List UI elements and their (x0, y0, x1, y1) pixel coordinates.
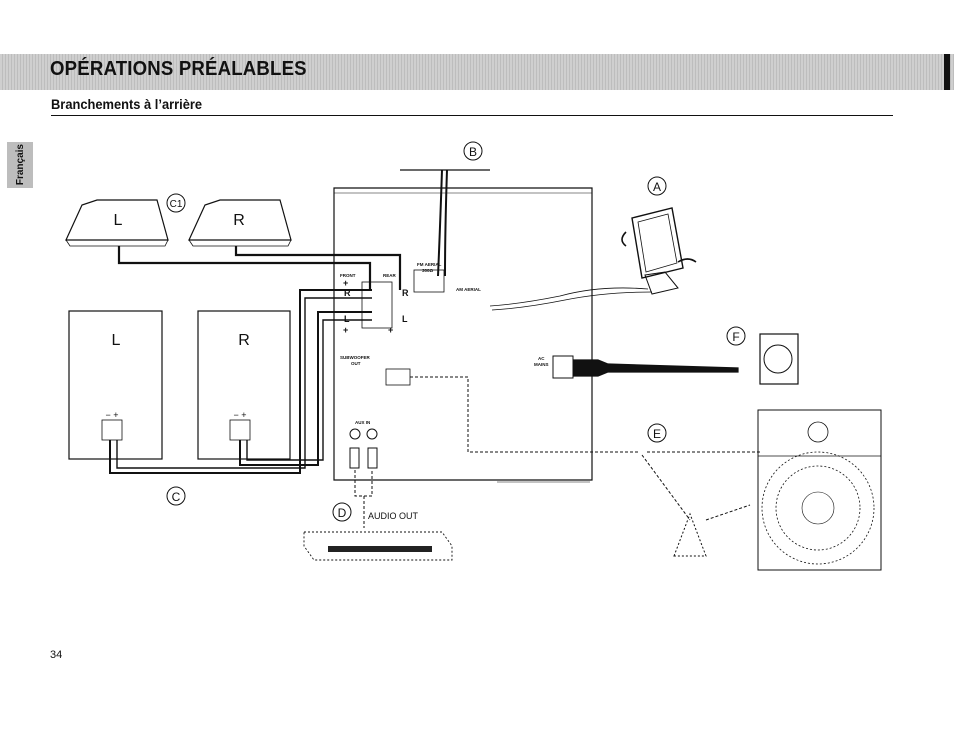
section-subtitle: Branchements à l’arrière (51, 96, 203, 112)
callout-e (647, 423, 667, 443)
speaker-right-label: R (238, 332, 250, 349)
satellite-right-label: R (233, 212, 245, 229)
callout-b (463, 141, 483, 161)
aux-in-label: AUX IN (355, 420, 370, 425)
speaker-left (68, 310, 163, 460)
rear-label: REAR (383, 273, 397, 278)
callout-f-label: F (732, 330, 739, 344)
header-banner (0, 54, 954, 90)
main-unit-body (333, 187, 593, 481)
section-divider (51, 115, 893, 116)
callout-d-label: D (338, 506, 347, 520)
subwoofer (757, 409, 882, 571)
front-r-label: R (344, 288, 351, 298)
ac-label: AC (538, 356, 545, 361)
fm-ohm-label: 300Ω (422, 268, 434, 273)
rear-plus-label: + (388, 325, 393, 335)
front-plus-bottom-label: + (343, 325, 348, 335)
speaker-left-label: L (112, 332, 121, 349)
callout-f (726, 326, 746, 346)
audio-out-label: AUDIO OUT (368, 511, 419, 521)
front-plus-label: + (343, 278, 348, 288)
front-label: FRONT (340, 273, 356, 278)
callout-e-label: E (653, 427, 661, 441)
page-title: OPÉRATIONS PRÉALABLES (50, 58, 307, 80)
audio-source-device (303, 531, 453, 561)
am-loop-aerial (631, 207, 684, 279)
wall-socket (759, 333, 799, 385)
subwoofer-label: SUBWOOFER (340, 355, 370, 360)
front-l-label: L (344, 314, 350, 324)
callout-c (166, 486, 186, 506)
callout-c1-label: C1 (170, 199, 183, 210)
callout-b-label: B (469, 145, 477, 159)
callout-c-label: C (172, 490, 181, 504)
callout-d (332, 502, 352, 522)
speaker-right (197, 310, 291, 460)
wireless-antenna-icon (673, 512, 707, 557)
callout-a (647, 176, 667, 196)
page-number: 34 (50, 649, 63, 661)
mains-label: MAINS (534, 362, 549, 367)
speaker-left-terminal-label: − + (105, 410, 118, 420)
fm-aerial-label: FM AERIAL (417, 262, 442, 267)
callout-c1 (166, 193, 186, 213)
am-aerial-label: AM AERIAL (456, 287, 481, 292)
callout-a-label: A (653, 180, 661, 194)
subwoofer-out-label: OUT (351, 361, 361, 366)
rear-l-label: L (402, 314, 408, 324)
satellite-left-label: L (114, 212, 123, 229)
speaker-right-terminal-label: − + (233, 410, 246, 420)
language-tab: Français (7, 142, 33, 188)
rear-r-label: R (402, 288, 409, 298)
